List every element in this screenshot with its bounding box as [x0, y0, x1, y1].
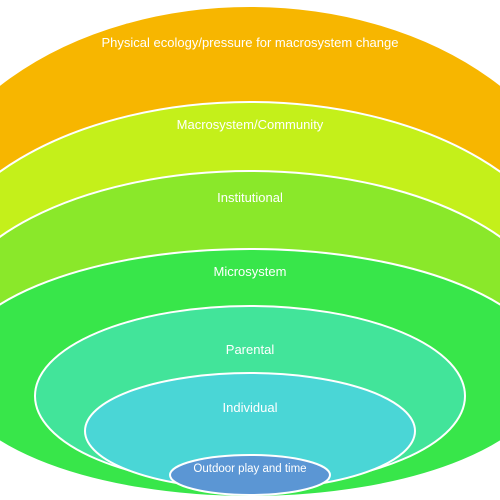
layer-outdoor-play	[169, 454, 331, 496]
